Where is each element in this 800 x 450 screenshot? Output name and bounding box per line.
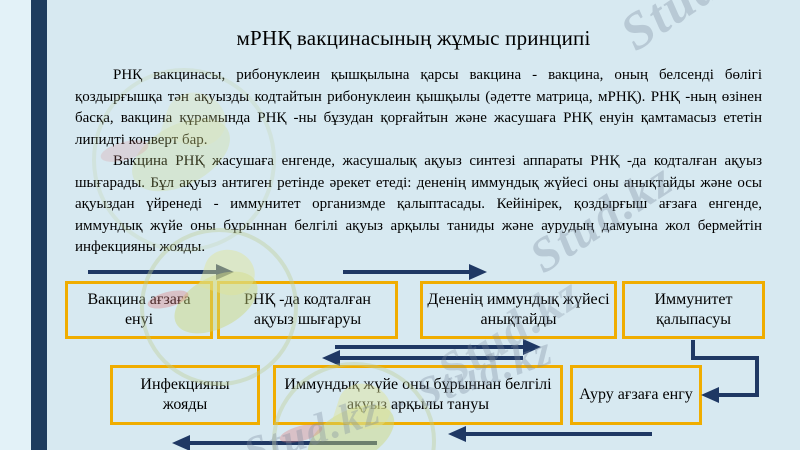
arrow-left-2 xyxy=(448,426,652,442)
flow-box-label: Ауру ағзаға енгу xyxy=(579,385,693,403)
flow-box-label: Иммундық жүйе оны бұрыннан белгілі ақуыз… xyxy=(284,375,552,413)
flow-box-label: Инфекцияны жояды xyxy=(140,375,230,413)
arrow-left-1 xyxy=(322,350,523,366)
flow-box-disease-entry: Ауру ағзаға енгу xyxy=(570,365,702,425)
flow-box-immunity-formation: Иммунитет қалыпасуы xyxy=(622,281,765,339)
arrow-right-3 xyxy=(335,339,541,355)
arrow-right-2 xyxy=(343,264,487,280)
slide-content: мРНҚ вакцинасының жұмыс принципі РНҚ вак… xyxy=(47,0,800,450)
left-margin-strip xyxy=(0,0,31,450)
body-paragraph-1: РНҚ вакцинасы, рибонуклеин қышқылына қар… xyxy=(75,67,762,148)
slide-title: мРНҚ вакцинасының жұмыс принципі xyxy=(236,26,591,50)
body-paragraph-2: Вакцина РНҚ жасушаға енгенде, жасушалық … xyxy=(75,153,762,255)
flow-arrows xyxy=(88,264,759,450)
flow-box-vaccine-entry: Вакцина ағзаға енуі xyxy=(65,281,213,339)
flow-box-protein-production: РНҚ -да кодталған ақуыз шығаруы xyxy=(217,281,398,339)
flow-box-immune-detection: Дененің иммундық жүйесі анықтайды xyxy=(420,281,617,339)
flow-box-label: Вакцина ағзаға енуі xyxy=(87,290,191,328)
body-text: РНҚ вакцинасы, рибонуклеин қышқылына қар… xyxy=(75,65,762,259)
accent-bar xyxy=(31,0,47,450)
flow-box-label: Иммунитет қалыпасуы xyxy=(654,290,733,328)
arrow-left-3 xyxy=(172,435,377,450)
flow-box-recognition: Иммундық жүйе оны бұрыннан белгілі ақуыз… xyxy=(273,365,563,425)
arrow-elbow-connector xyxy=(691,340,759,403)
flow-box-label: РНҚ -да кодталған ақуыз шығаруы xyxy=(244,290,371,328)
flow-box-label: Дененің иммундық жүйесі анықтайды xyxy=(427,290,610,328)
flow-box-infection-elimination: Инфекцияны жояды xyxy=(110,365,260,425)
arrow-right-1 xyxy=(88,264,234,280)
